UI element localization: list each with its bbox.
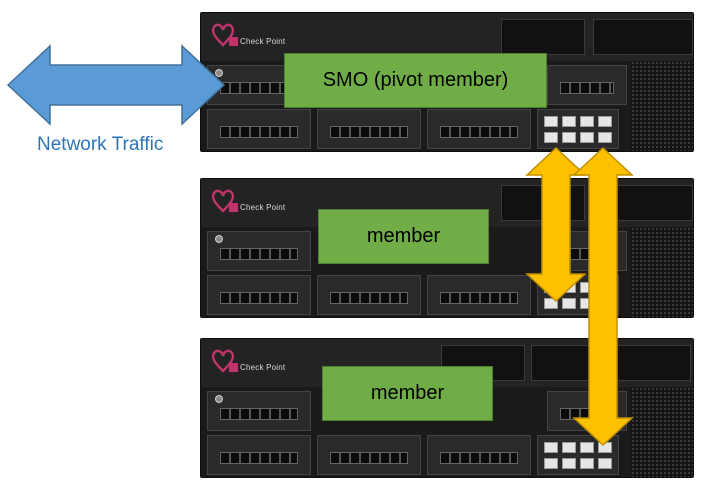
network-traffic-label: Network Traffic: [37, 134, 164, 155]
screw-icon: [215, 395, 223, 403]
vent-grille: [631, 387, 693, 477]
vent-grille: [631, 227, 693, 317]
appliance-brand: Check Point: [229, 203, 285, 213]
node-label-member-3: member: [322, 366, 493, 421]
io-module: [207, 231, 311, 271]
io-module: [207, 275, 311, 315]
node-label-text: member: [370, 382, 445, 404]
check-point-logo-icon: [211, 189, 235, 213]
io-module: [207, 391, 311, 431]
sync-arrow-member-2: [525, 146, 587, 303]
io-module: [427, 109, 531, 149]
io-module: [207, 109, 311, 149]
appliance-brand: Check Point: [229, 37, 285, 47]
expansion-slot: [593, 19, 693, 55]
node-label-smo: SMO (pivot member): [284, 53, 547, 108]
io-module: [317, 435, 421, 475]
node-label-text: SMO (pivot member): [322, 69, 509, 91]
io-module: [427, 435, 531, 475]
vent-grille: [631, 61, 693, 151]
check-point-logo-icon: [211, 349, 235, 373]
io-module: [207, 435, 311, 475]
network-traffic-arrow: [6, 44, 226, 126]
io-module: [427, 275, 531, 315]
io-module: [317, 109, 421, 149]
sync-arrow-member-3: [572, 146, 634, 447]
check-point-logo-icon: [211, 23, 235, 47]
module-row: [201, 231, 693, 271]
node-label-text: member: [366, 225, 441, 247]
screw-icon: [215, 235, 223, 243]
module-row: [201, 109, 693, 149]
appliance-smo: Check Point: [200, 12, 694, 152]
screw-icon: [215, 69, 223, 77]
io-module: [547, 65, 627, 105]
module-row: [201, 435, 693, 475]
ethernet-module: [537, 109, 619, 149]
appliance-brand: Check Point: [229, 363, 285, 373]
io-module: [317, 275, 421, 315]
node-label-member-2: member: [318, 209, 489, 264]
